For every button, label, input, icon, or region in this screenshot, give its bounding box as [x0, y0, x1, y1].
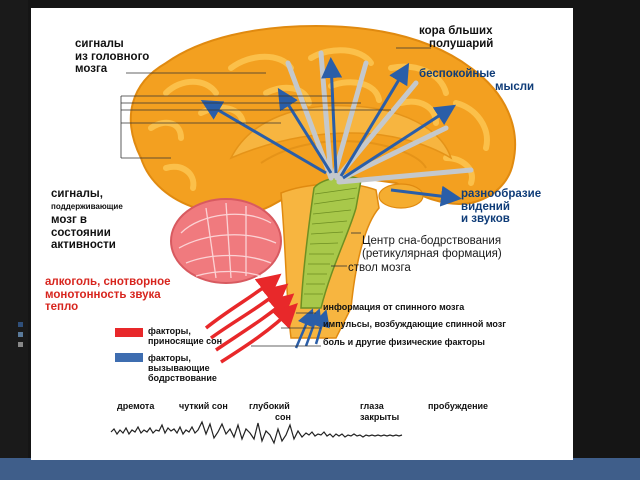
legend-sleep-swatch: [115, 328, 143, 337]
label-sleep-factors-list: алкоголь, снотворное монотонность звука …: [45, 276, 171, 313]
diagram-panel: сигналы из головного мозга кора бльших п…: [31, 8, 573, 460]
sidebar-square: [18, 342, 23, 347]
eeg-label-light-sleep: чуткий сон: [179, 401, 228, 411]
label-signals-support-3: мозг в состоянии активности: [51, 214, 116, 251]
signal-rays: [285, 50, 474, 185]
eeg-label-drowsy: дремота: [117, 401, 155, 411]
label-pain: боль и другие физические факторы: [323, 337, 485, 347]
leader-lines: [120, 47, 431, 347]
eeg-label-eyes: глаза: [360, 401, 384, 411]
cerebellum: [170, 198, 282, 284]
eeg-trace: [110, 420, 403, 445]
eeg-label-closed: закрыты: [360, 412, 400, 422]
brain-diagram: [110, 24, 517, 445]
label-signals-brain: сигналы из головного мозга: [75, 38, 150, 75]
eeg-label-deep-sleep: глубокий: [249, 401, 290, 411]
slide-sidebar: [0, 0, 28, 480]
label-variety: разнообразие видений и звуков: [461, 188, 542, 225]
label-impulses: импульсы, возбуждающие спинной мозг: [323, 319, 506, 329]
label-sleep-wake-center: Центр сна-бодрствования (ретикулярная фо…: [362, 235, 502, 260]
label-signals-support: сигналы,: [51, 188, 103, 200]
label-spinal-info: информация от спинного мозга: [323, 302, 465, 312]
label-anxious-thoughts: беспокойные мысли: [419, 68, 535, 93]
sleep-arrows: [204, 273, 298, 364]
slide-bottom-bar: [0, 458, 640, 480]
label-cortex: кора бльших полушарий: [419, 25, 494, 50]
sidebar-square: [18, 332, 23, 337]
label-brain-stem: ствол мозга: [348, 262, 411, 274]
eeg-label-wakeup: пробуждение: [428, 401, 489, 411]
legend-sleep-label: факторы, приносящие сон: [148, 326, 223, 346]
legend-wake-label: факторы, вызывающие бодрствование: [148, 353, 217, 383]
label-signals-support-2: поддерживающие: [51, 202, 123, 211]
sidebar-square: [18, 322, 23, 327]
legend-wake-swatch: [115, 353, 143, 362]
eeg-label-deep-sleep-2: сон: [275, 412, 291, 422]
wake-arrows: [200, 57, 462, 207]
spinal-arrows: [294, 308, 330, 349]
